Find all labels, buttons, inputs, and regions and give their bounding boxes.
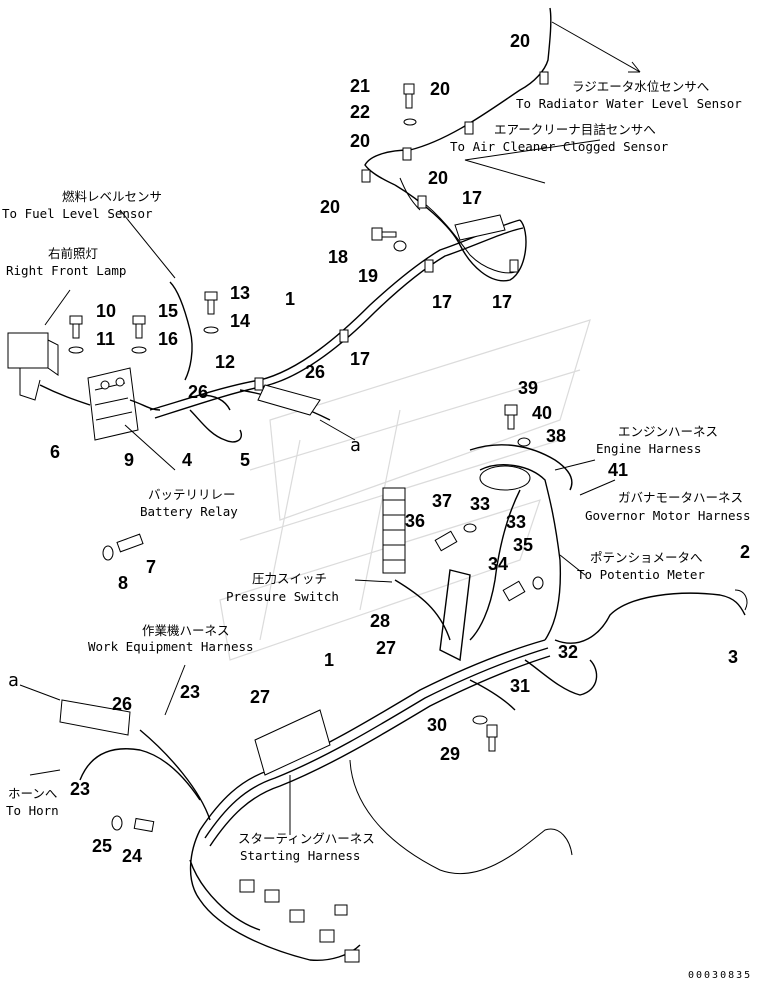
- callout-33a: 33: [470, 494, 490, 514]
- callout-17a: 17: [462, 188, 482, 208]
- right-front-lamp: [7, 332, 91, 406]
- text-labels: ラジエータ水位センサへ To Radiator Water Level Sens…: [2, 79, 752, 981]
- label-horn-jp: ホーンへ: [8, 786, 57, 801]
- callout-27b: 27: [250, 687, 270, 707]
- callout-20e: 20: [320, 197, 340, 217]
- callout-23b: 23: [70, 779, 90, 799]
- label-potentio-en: To Potentio Meter: [577, 567, 705, 582]
- callout-26c: 26: [112, 694, 132, 714]
- callout-26b: 26: [188, 382, 208, 402]
- label-horn-en: To Horn: [6, 803, 59, 818]
- callout-2: 2: [740, 542, 750, 562]
- label-governor-en: Governor Motor Harness: [585, 508, 751, 523]
- callout-10: 10: [96, 301, 116, 321]
- label-pressure-jp: 圧力スイッチ: [252, 571, 327, 586]
- drawing-number: 00030835: [688, 970, 752, 981]
- callout-34: 34: [488, 554, 508, 574]
- callout-19: 19: [358, 266, 378, 286]
- callout-23a: 23: [180, 682, 200, 702]
- label-workequip-en: Work Equipment Harness: [88, 639, 254, 654]
- label-aircleaner-en: To Air Cleaner Clogged Sensor: [450, 139, 669, 154]
- callout-32: 32: [558, 642, 578, 662]
- label-potentio-jp: ポテンショメータへ: [590, 550, 703, 565]
- callout-25: 25: [92, 836, 112, 856]
- callout-26a: 26: [305, 362, 325, 382]
- pressure-switch-block: [382, 487, 406, 574]
- callout-11: 11: [96, 329, 115, 349]
- label-starting-jp: スターティングハーネス: [238, 831, 375, 846]
- callout-14: 14: [230, 311, 250, 331]
- main-harness-lower: [59, 639, 573, 963]
- callout-21: 21: [350, 76, 370, 96]
- potentio-lead: [524, 589, 748, 696]
- callout-38: 38: [546, 426, 566, 446]
- label-aircleaner-jp: エアークリーナ目詰センサへ: [494, 122, 656, 137]
- label-battery-en: Battery Relay: [140, 504, 238, 519]
- callout-1b: 1: [324, 650, 334, 670]
- label-battery-jp: バッテリリレー: [148, 487, 236, 502]
- callout-numbers: 20 21 20 22 20 20 20 17 18 19 17 17 13 1…: [50, 31, 750, 866]
- label-ref-a1: a: [350, 435, 361, 456]
- callout-40: 40: [532, 403, 552, 423]
- label-radiator-en: To Radiator Water Level Sensor: [516, 96, 742, 111]
- starting-harness-connectors: [239, 879, 360, 963]
- callout-3: 3: [728, 647, 738, 667]
- callout-13: 13: [230, 283, 250, 303]
- callout-33b: 33: [506, 512, 526, 532]
- battery-relay: [87, 367, 161, 441]
- callout-22: 22: [350, 102, 370, 122]
- callout-24: 24: [122, 846, 142, 866]
- callout-39: 39: [518, 378, 538, 398]
- label-lamp-jp: 右前照灯: [48, 246, 98, 261]
- callout-41: 41: [608, 460, 628, 480]
- label-fuel-jp: 燃料レベルセンサ: [62, 189, 162, 204]
- bolts-left: [68, 83, 417, 561]
- callout-20c: 20: [350, 131, 370, 151]
- callout-28: 28: [370, 611, 390, 631]
- callout-4: 4: [182, 450, 192, 470]
- label-lamp-en: Right Front Lamp: [6, 263, 126, 278]
- callout-18: 18: [328, 247, 348, 267]
- callout-9: 9: [124, 450, 134, 470]
- callout-16: 16: [158, 329, 178, 349]
- callout-36: 36: [405, 511, 425, 531]
- callout-20d: 20: [428, 168, 448, 188]
- callout-17b: 17: [432, 292, 452, 312]
- label-radiator-jp: ラジエータ水位センサへ: [572, 79, 709, 94]
- callout-37: 37: [432, 491, 452, 511]
- callout-31: 31: [510, 676, 530, 696]
- label-fuel-en: To Fuel Level Sensor: [2, 206, 153, 221]
- label-starting-en: Starting Harness: [240, 848, 360, 863]
- label-workequip-jp: 作業機ハーネス: [142, 623, 230, 638]
- callout-35: 35: [513, 535, 533, 555]
- callout-30: 30: [427, 715, 447, 735]
- callout-20a: 20: [510, 31, 530, 51]
- engine-harness-area: [382, 404, 573, 662]
- leader-lines: [19, 21, 641, 835]
- callout-6: 6: [50, 442, 60, 462]
- callout-29: 29: [440, 744, 460, 764]
- callout-5: 5: [240, 450, 250, 470]
- label-engine-en: Engine Harness: [596, 441, 701, 456]
- callout-15: 15: [158, 301, 178, 321]
- callout-17c: 17: [492, 292, 512, 312]
- label-engine-jp: エンジンハーネス: [618, 424, 718, 439]
- callout-27a: 27: [376, 638, 396, 658]
- label-pressure-en: Pressure Switch: [226, 589, 339, 604]
- callout-1a: 1: [285, 289, 295, 309]
- callout-8: 8: [118, 573, 128, 593]
- callout-17d: 17: [350, 349, 370, 369]
- callout-7: 7: [146, 557, 156, 577]
- clamps-upper: [254, 71, 549, 416]
- label-governor-jp: ガバナモータハーネス: [618, 490, 743, 505]
- label-ref-a2: a: [8, 670, 19, 691]
- main-harness-upper: [149, 7, 552, 443]
- callout-12: 12: [215, 352, 235, 372]
- callout-20b: 20: [430, 79, 450, 99]
